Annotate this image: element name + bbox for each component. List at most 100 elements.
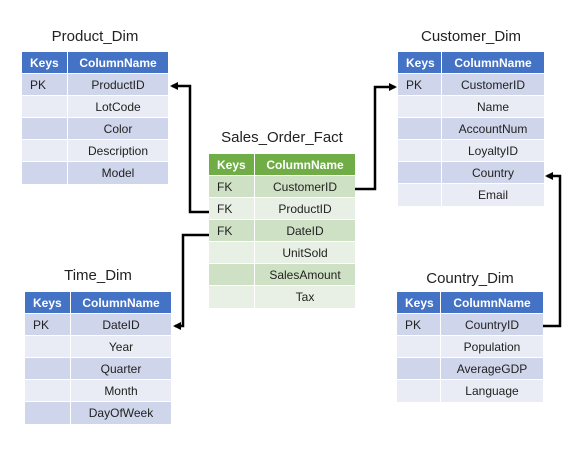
column-cell: Tax <box>295 290 315 304</box>
header-row: Keys ColumnName <box>397 292 543 314</box>
table-row: SalesAmount <box>209 264 355 286</box>
table-row: PK CustomerID <box>398 74 544 96</box>
header-row: Keys ColumnName <box>209 154 355 176</box>
date-fk-connector <box>173 233 209 330</box>
key-cell <box>398 162 442 183</box>
column-cell: Country <box>471 165 515 180</box>
key-cell: PK <box>25 314 71 335</box>
column-cell: Description <box>87 143 149 158</box>
table-row: Description <box>22 140 168 162</box>
keys-header: Keys <box>22 52 68 73</box>
table-grid: Keys ColumnName PK CountryID Population … <box>397 292 543 402</box>
table-row: AverageGDP <box>397 358 543 380</box>
key-cell: FK <box>209 176 255 197</box>
table-title: Time_Dim <box>64 267 132 284</box>
column-cell: Model <box>101 166 135 180</box>
key-cell <box>22 96 68 117</box>
key-cell <box>25 402 71 424</box>
column-cell: Quarter <box>100 361 142 376</box>
country-connector <box>543 172 562 328</box>
column-cell: SalesAmount <box>269 267 341 282</box>
keys-header: Keys <box>397 292 441 313</box>
table-row: Color <box>22 118 168 140</box>
table-row: PK ProductID <box>22 74 168 96</box>
table-row: FK CustomerID <box>209 176 355 198</box>
key-cell <box>209 242 255 263</box>
key-cell <box>25 336 71 357</box>
table-row: Year <box>25 336 171 358</box>
key-cell <box>397 336 441 357</box>
table-row: PK DateID <box>25 314 171 336</box>
column-cell: Population <box>463 339 521 354</box>
key-cell <box>397 358 441 379</box>
table-row: Name <box>398 96 544 118</box>
column-cell: DayOfWeek <box>88 406 154 420</box>
column-name-header: ColumnName <box>453 295 531 310</box>
column-cell: Month <box>104 383 138 398</box>
keys-header: Keys <box>25 292 71 313</box>
column-cell: Year <box>108 339 134 354</box>
key-cell <box>209 264 255 285</box>
column-cell: ProductID <box>278 201 332 216</box>
header-row: Keys ColumnName <box>25 292 171 314</box>
column-cell: AccountNum <box>458 121 528 136</box>
column-cell: CustomerID <box>460 77 525 92</box>
key-cell: FK <box>209 220 255 241</box>
table-title: Sales_Order_Fact <box>221 129 343 146</box>
table-title: Product_Dim <box>51 28 139 45</box>
table-row: LotCode <box>22 96 168 118</box>
table-row: AccountNum <box>398 118 544 140</box>
column-cell: AverageGDP <box>456 361 528 376</box>
key-cell: PK <box>397 314 441 335</box>
table-row: FK DateID <box>209 220 355 242</box>
table-row: UnitSold <box>209 242 355 264</box>
key-cell <box>22 140 68 161</box>
table-row: LoyaltyID <box>398 140 544 162</box>
table-row: FK ProductID <box>209 198 355 220</box>
table-grid: Keys ColumnName PK DateID Year Quarter M… <box>25 292 171 424</box>
key-cell <box>22 162 68 184</box>
column-cell: Language <box>465 384 519 398</box>
column-cell: CustomerID <box>272 179 337 194</box>
header-row: Keys ColumnName <box>22 52 168 74</box>
key-cell <box>398 96 442 117</box>
column-cell: Name <box>476 99 509 114</box>
product-fk-connector <box>170 82 209 214</box>
keys-header: Keys <box>398 52 442 73</box>
column-name-header: ColumnName <box>79 55 157 70</box>
table-row: PK CountryID <box>397 314 543 336</box>
key-cell: FK <box>209 198 255 219</box>
column-name-header: ColumnName <box>82 295 160 310</box>
column-cell: Email <box>477 188 508 202</box>
table-grid: Keys ColumnName PK CustomerID Name Accou… <box>398 52 544 206</box>
key-cell <box>398 118 442 139</box>
table-row: Month <box>25 380 171 402</box>
column-cell: DateID <box>102 317 140 332</box>
table-row: Country <box>398 162 544 184</box>
table-title: Customer_Dim <box>420 28 522 45</box>
keys-header: Keys <box>209 154 255 175</box>
customer-fk-connector <box>355 83 397 191</box>
table-row: Population <box>397 336 543 358</box>
key-cell: PK <box>398 74 442 95</box>
table-row: DayOfWeek <box>25 402 171 424</box>
column-cell: LotCode <box>95 99 141 114</box>
column-cell: ProductID <box>91 77 145 92</box>
column-cell: UnitSold <box>282 245 328 260</box>
key-cell <box>22 118 68 139</box>
column-cell: DateID <box>286 223 324 238</box>
key-cell <box>397 380 441 402</box>
key-cell <box>209 286 255 308</box>
table-row: Tax <box>209 286 355 308</box>
key-cell <box>25 358 71 379</box>
table-row: Model <box>22 162 168 184</box>
column-name-header: ColumnName <box>266 157 344 172</box>
column-name-header: ColumnName <box>454 55 532 70</box>
key-cell <box>25 380 71 401</box>
header-row: Keys ColumnName <box>398 52 544 74</box>
table-grid: Keys ColumnName PK ProductID LotCode Col… <box>22 52 168 184</box>
table-title: Country_Dim <box>426 270 514 287</box>
column-cell: Color <box>103 121 133 136</box>
table-grid: Keys ColumnName FK CustomerID FK Product… <box>209 154 355 308</box>
key-cell <box>398 140 442 161</box>
